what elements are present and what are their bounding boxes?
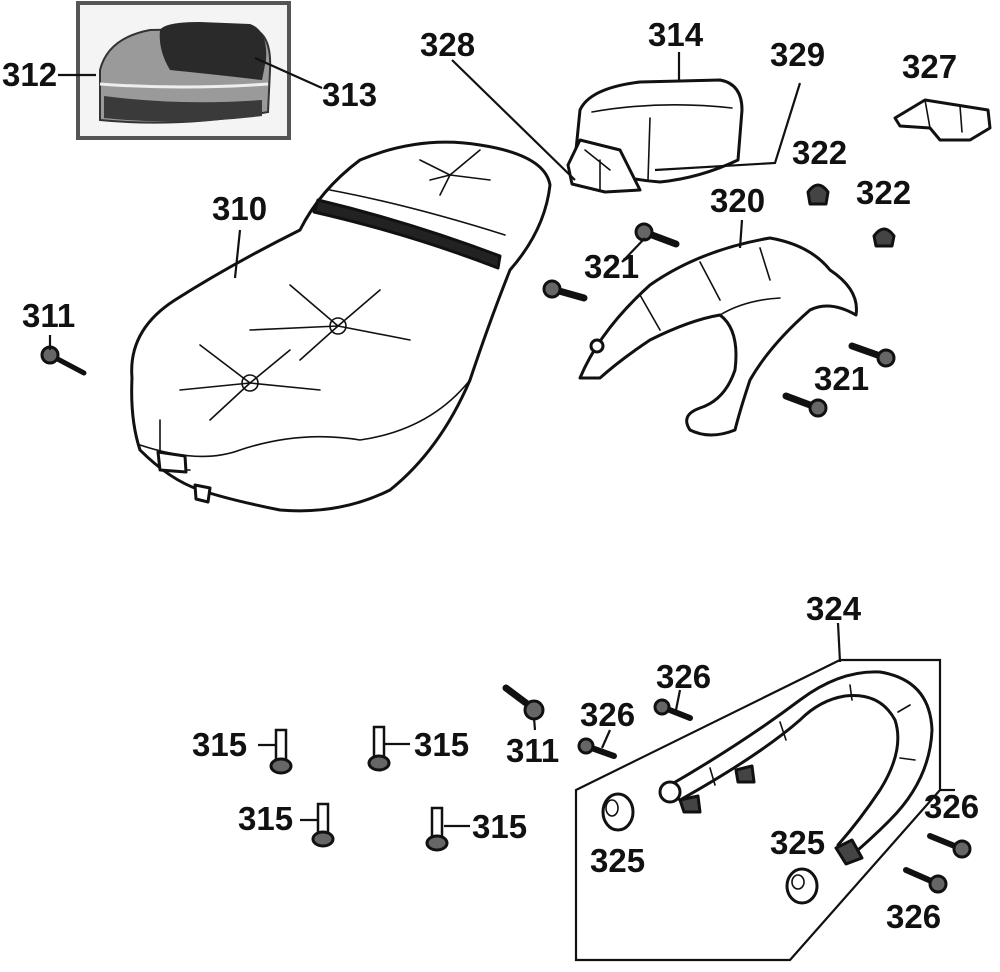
label-325-a: 325 xyxy=(590,842,645,879)
nut-322-top-drawing xyxy=(806,183,830,206)
part-labels: 310 311 311 312 313 314 315 315 315 315 … xyxy=(2,16,979,935)
bolt-315-a-drawing xyxy=(269,728,293,775)
bolt-326-a-drawing xyxy=(653,698,693,721)
label-315-c: 315 xyxy=(238,800,293,837)
inset-photo-top-case xyxy=(76,1,291,140)
nut-322-bottom-drawing xyxy=(872,227,896,248)
rubber-325-right-drawing xyxy=(785,867,819,905)
bolt-315-d-drawing xyxy=(425,806,449,852)
label-320: 320 xyxy=(710,182,765,219)
label-328: 328 xyxy=(420,26,475,63)
label-311-top: 311 xyxy=(22,297,75,334)
bolt-326-d-drawing xyxy=(903,867,948,894)
label-326-c: 326 xyxy=(924,788,979,825)
bracket-320-drawing xyxy=(578,236,858,437)
label-321-b: 321 xyxy=(814,360,869,397)
label-313: 313 xyxy=(322,76,377,113)
rubber-325-left-drawing xyxy=(601,792,635,832)
label-315-d: 315 xyxy=(472,808,527,845)
label-322-b: 322 xyxy=(856,174,911,211)
label-310: 310 xyxy=(212,190,267,227)
pad-327-drawing xyxy=(893,98,992,142)
backrest-314-drawing xyxy=(566,78,744,194)
label-326-b: 326 xyxy=(580,696,635,733)
label-327: 327 xyxy=(902,48,957,85)
bolt-326-c-drawing xyxy=(927,833,972,859)
leader-lines xyxy=(48,52,955,828)
label-329: 329 xyxy=(770,36,825,73)
label-321-a: 321 xyxy=(584,248,639,285)
label-324: 324 xyxy=(806,590,862,627)
bolt-321-d-drawing xyxy=(782,392,828,418)
label-311-bottom: 311 xyxy=(506,732,559,769)
bolt-321-c-drawing xyxy=(848,342,896,368)
label-322-a: 322 xyxy=(792,134,847,171)
seat-310-drawing xyxy=(130,140,552,513)
label-315-a: 315 xyxy=(192,726,247,763)
label-326-d: 326 xyxy=(886,898,941,935)
label-314: 314 xyxy=(648,16,704,53)
bolt-311-top-drawing xyxy=(40,345,87,376)
bolt-315-c-drawing xyxy=(311,802,335,848)
label-325-b: 325 xyxy=(770,824,825,861)
bolt-311-bottom-drawing xyxy=(502,684,545,721)
bolt-321-b-drawing xyxy=(542,279,588,302)
label-315-b: 315 xyxy=(414,726,469,763)
label-326-a: 326 xyxy=(656,658,711,695)
bolt-326-b-drawing xyxy=(577,737,617,759)
bolt-315-b-drawing xyxy=(367,725,391,772)
label-312: 312 xyxy=(2,56,57,93)
